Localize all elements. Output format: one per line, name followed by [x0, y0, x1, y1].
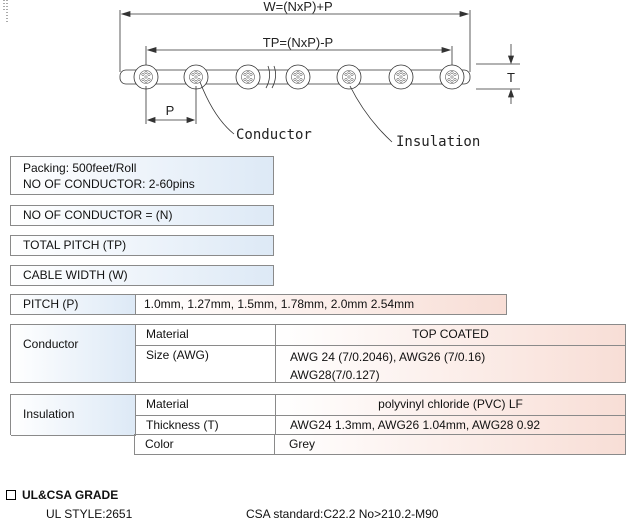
conductor-wire: [235, 64, 261, 90]
conductor-callout: Conductor: [236, 127, 312, 143]
conductor-wire: [183, 64, 209, 90]
conductor-size-line-2: AWG28(7/0.127): [290, 368, 380, 382]
packing-line: Packing: 500feet/Roll: [23, 161, 137, 175]
insulation-material-label: Material: [135, 395, 275, 415]
cable-width-row: CABLE WIDTH (W): [10, 265, 274, 286]
insulation-material-value: polyvinyl chloride (PVC) LF: [275, 395, 625, 415]
insulation-color-label: Color: [145, 437, 174, 451]
conductor-material-value: TOP COATED: [275, 325, 625, 345]
insulation-thickness-value: AWG24 1.3mm, AWG26 1.04mm, AWG28 0.92: [275, 415, 625, 436]
thickness-label: T: [507, 70, 515, 85]
pitch-label: P: [166, 103, 175, 118]
conductor-size-value: AWG 24 (7/0.2046), AWG26 (7/0.16) AWG28(…: [275, 345, 625, 382]
insulation-color-value: Grey: [274, 435, 625, 454]
pitch-row-label: PITCH (P): [11, 295, 135, 314]
cable-width-label: CABLE WIDTH (W): [23, 268, 128, 282]
insulation-table: Insulation Material polyvinyl chloride (…: [10, 394, 626, 436]
conductor-wire: [439, 64, 465, 90]
conductor-table-label: Conductor: [11, 325, 135, 382]
width-formula: W=(NxP)+P: [263, 0, 332, 14]
insulation-thickness-label: Thickness (T): [135, 415, 275, 436]
cable-cross-section-diagram: W=(NxP)+P TP=(NxP)-P T P Conductor: [3, 0, 520, 150]
ul-style: UL STYLE:2651: [46, 507, 133, 521]
conductor-row: [133, 64, 465, 90]
conductor-material-label: Material: [135, 325, 275, 345]
csa-standard: CSA standard:C22.2 No>210.2-M90: [246, 507, 439, 521]
packing-box: Packing: 500feet/Roll NO OF CONDUCTOR: 2…: [10, 156, 274, 195]
total-pitch-formula: TP=(NxP)-P: [263, 35, 333, 50]
conductor-wire: [285, 64, 311, 90]
conductor-size-line-1: AWG 24 (7/0.2046), AWG26 (7/0.16): [290, 350, 486, 364]
conductor-wire: [133, 64, 159, 90]
grade-title-text: UL&CSA GRADE: [22, 488, 119, 502]
conductor-wire: [388, 64, 414, 90]
pitch-row-value: 1.0mm, 1.27mm, 1.5mm, 1.78mm, 2.0mm 2.54…: [135, 295, 506, 314]
insulation-table-label: Insulation: [11, 395, 135, 436]
conductor-table: Conductor Material TOP COATED Size (AWG)…: [10, 324, 626, 383]
thickness-dimension: [476, 44, 520, 104]
conductor-size-label: Size (AWG): [135, 345, 275, 382]
pitch-dimension: [145, 86, 197, 124]
insulation-color-row: Color Grey: [134, 434, 626, 455]
conductor-count-line: NO OF CONDUCTOR: 2-60pins: [23, 177, 195, 191]
width-dimension: [119, 10, 471, 72]
grade-section-title: UL&CSA GRADE: [6, 488, 118, 502]
total-pitch-label: TOTAL PITCH (TP): [23, 238, 127, 252]
no-of-conductor-label: NO OF CONDUCTOR = (N): [23, 208, 173, 222]
conductor-wire: [336, 64, 362, 90]
no-of-conductor-row: NO OF CONDUCTOR = (N): [10, 205, 274, 226]
total-pitch-row: TOTAL PITCH (TP): [10, 235, 274, 256]
checkbox-square-icon: [6, 490, 16, 500]
total-pitch-dimension: [145, 46, 453, 68]
pitch-row: PITCH (P) 1.0mm, 1.27mm, 1.5mm, 1.78mm, …: [10, 294, 507, 315]
insulation-callout: Insulation: [396, 134, 480, 150]
